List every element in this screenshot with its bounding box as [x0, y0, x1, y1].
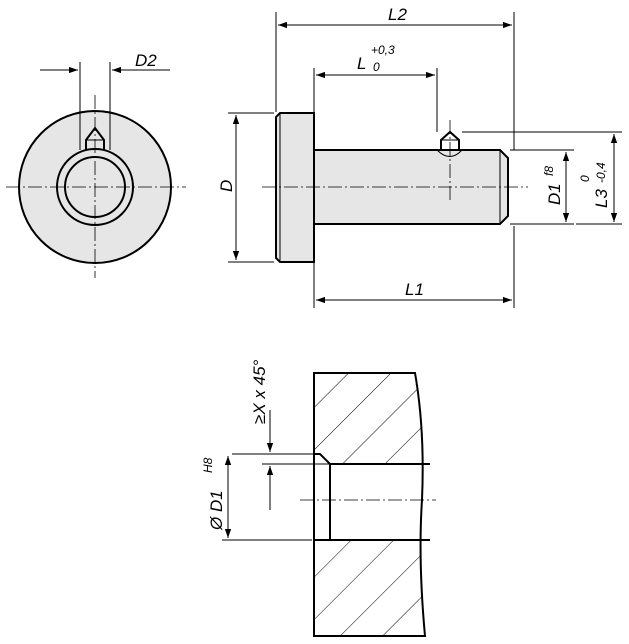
l3-tol-upper: 0 — [578, 175, 592, 182]
d2-label: D2 — [135, 51, 157, 70]
l-tol-upper: +0,3 — [371, 43, 395, 57]
l3-tol-lower: -0,4 — [594, 162, 608, 183]
d-label: D — [217, 180, 236, 192]
d1-label: D1 — [545, 183, 564, 205]
l2-label: L2 — [388, 5, 407, 24]
l3-label: L3 — [592, 189, 611, 208]
chamfer-label: ≥X x 45° — [250, 359, 269, 424]
d1-fit-label: f8 — [542, 166, 556, 176]
bore-label: Ø D1 — [207, 490, 226, 531]
bore — [314, 454, 430, 540]
end-view: D2 — [6, 51, 186, 278]
l-tol-lower: 0 — [373, 60, 380, 74]
l1-label: L1 — [405, 280, 424, 299]
l-label: L — [357, 54, 366, 73]
pin-head — [275, 112, 315, 263]
bore-fit-label: H8 — [201, 457, 215, 473]
section-view: ≥X x 45° Ø D1 H8 — [201, 359, 436, 637]
side-view: L2 L +0,3 0 D D1 f8 L3 0 -0,4 L1 — [217, 5, 622, 308]
